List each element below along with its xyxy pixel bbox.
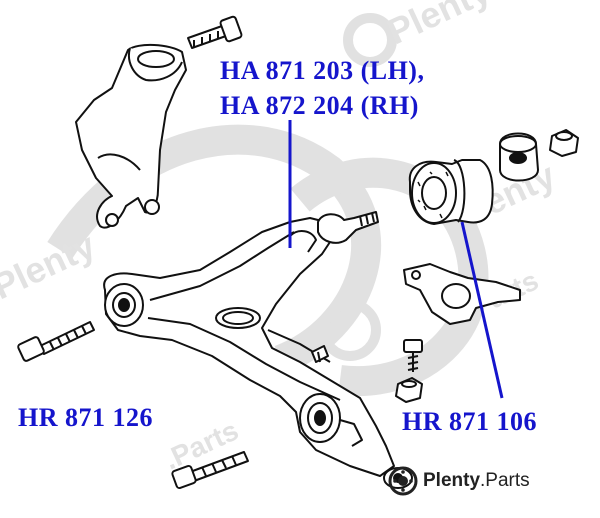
steering-knuckle xyxy=(75,44,187,229)
knuckle-bolt xyxy=(187,15,243,49)
rear-bushing xyxy=(299,393,363,447)
part-label-ha-lh: HA 871 203 (LH), xyxy=(220,56,425,85)
leader-hr-106 xyxy=(460,221,504,399)
brand-name: Plenty.Parts xyxy=(423,470,530,492)
svg-text:Plenty: Plenty xyxy=(381,0,496,52)
bushing-bracket xyxy=(403,263,521,325)
ball-joint xyxy=(317,211,379,244)
bushing-nut xyxy=(549,129,579,157)
brand-name-bold: Plenty xyxy=(423,470,481,491)
bracket-nut xyxy=(395,377,423,403)
part-label-ha-rh: HA 872 204 (RH) xyxy=(220,91,419,120)
arm-stud xyxy=(311,345,329,363)
bracket-bolt xyxy=(403,339,423,372)
part-label-hr-106: HR 871 106 xyxy=(402,407,537,436)
brake-disc-logo-icon xyxy=(388,466,418,496)
front-bolt xyxy=(17,321,95,362)
compliance-bushing xyxy=(408,159,494,225)
rear-bolt xyxy=(171,451,249,490)
leader-lines xyxy=(288,120,504,399)
brand-mark: Plenty.Parts xyxy=(388,465,530,497)
bushing-washer xyxy=(499,132,539,182)
part-label-hr-126: HR 871 126 xyxy=(18,403,153,432)
svg-text:Plenty: Plenty xyxy=(0,224,101,307)
front-bushing xyxy=(104,283,144,327)
brand-suffix: .Parts xyxy=(480,470,530,491)
